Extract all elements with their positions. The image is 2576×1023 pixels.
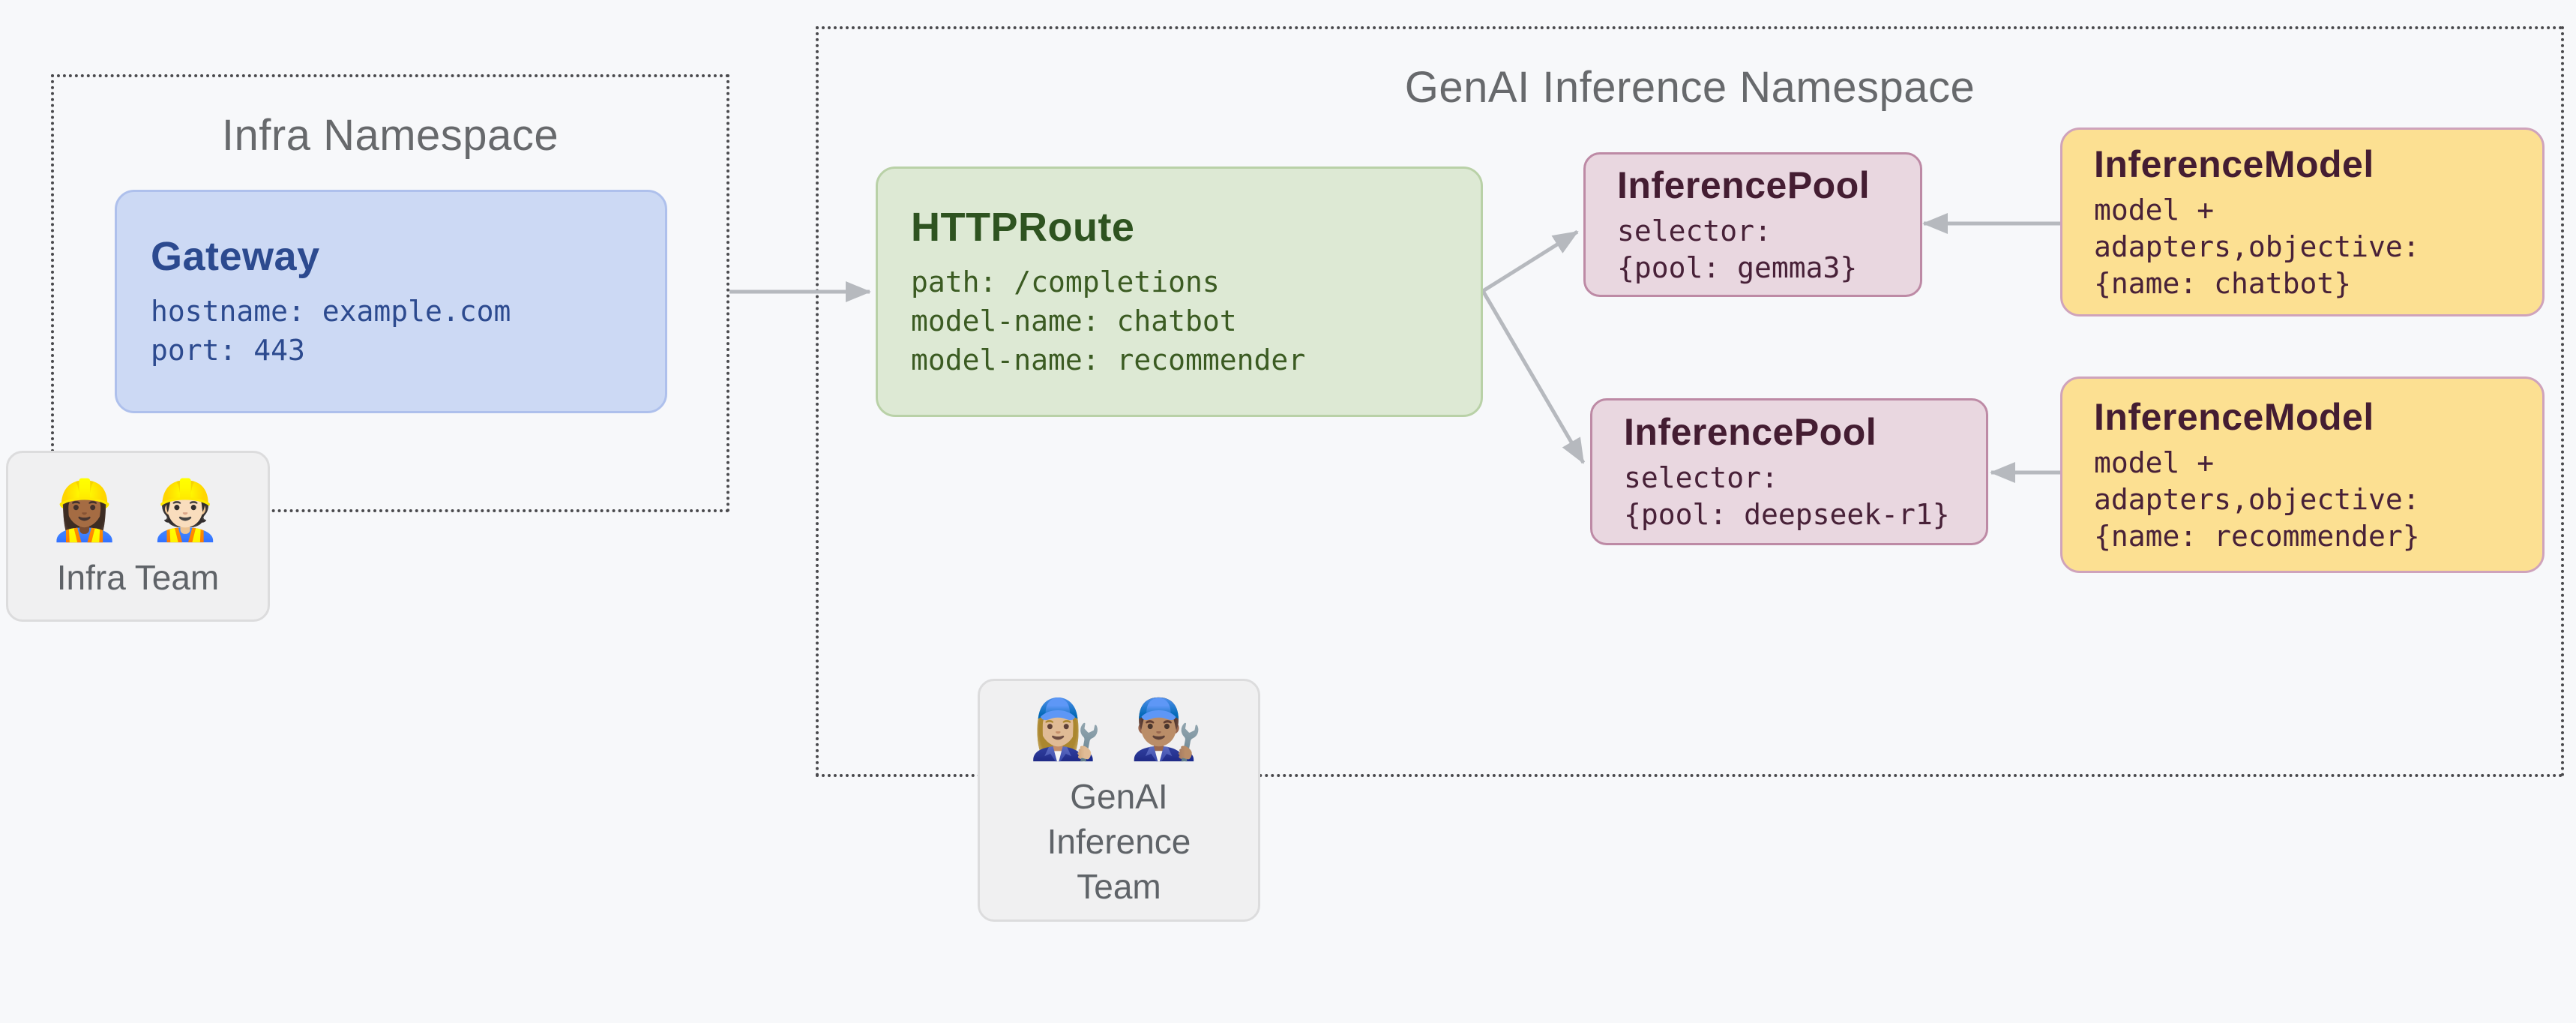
inference-model-recommender-title: InferenceModel [2094, 395, 2374, 438]
genai-namespace-box: GenAI Inference Namespace [816, 26, 2564, 777]
inference-model-recommender-line-2: adapters,objective: [2094, 482, 2420, 516]
genai-team-label: GenAI Inference Team [1047, 774, 1191, 909]
inference-pool-gemma-selector-line: selector: [1617, 214, 1772, 248]
infra-namespace-box: Infra Namespace [51, 74, 729, 512]
inference-model-recommender-line-3: {name: recommender} [2094, 519, 2420, 553]
infra-namespace-title: Infra Namespace [221, 111, 559, 160]
httproute-node-title: HTTPRoute [911, 205, 1135, 250]
inference-pool-gemma-title: InferencePool [1617, 164, 1871, 206]
gateway-node-title: Gateway [151, 234, 320, 279]
httproute-model-recommender-line: model-name: recommender [911, 344, 1306, 376]
gateway-port-line: port: 443 [151, 334, 305, 367]
gateway-hostname-line: hostname: example.com [151, 295, 511, 328]
genai-team-label-line-1: GenAI [1070, 777, 1168, 816]
mechanic-emojis-icon: 👩🏼‍🔧 👨🏽‍🔧 [1029, 696, 1209, 762]
httproute-node: HTTPRoute path: /completions model-name:… [876, 166, 1483, 417]
genai-namespace-title: GenAI Inference Namespace [1404, 63, 1975, 112]
inference-model-chatbot-line-3: {name: chatbot} [2094, 266, 2352, 300]
genai-team-card: 👩🏼‍🔧 👨🏽‍🔧 GenAI Inference Team [978, 679, 1260, 922]
construction-worker-emojis-icon: 👷🏾‍♀️ 👷🏻 [48, 477, 228, 543]
inference-pool-deepseek-node: InferencePool selector: {pool: deepseek-… [1590, 398, 1988, 545]
infra-team-label: Infra Team [56, 558, 220, 597]
inference-pool-deepseek-value-line: {pool: deepseek-r1} [1624, 498, 1950, 531]
genai-team-label-line-3: Team [1077, 867, 1161, 906]
inference-pool-gemma-node: InferencePool selector: {pool: gemma3} [1583, 152, 1922, 297]
inference-pool-deepseek-title: InferencePool [1624, 411, 1877, 453]
httproute-model-chatbot-line: model-name: chatbot [911, 304, 1237, 338]
infra-team-card: 👷🏾‍♀️ 👷🏻 Infra Team [6, 451, 270, 622]
genai-team-label-line-2: Inference [1047, 822, 1191, 861]
inference-pool-gemma-value-line: {pool: gemma3} [1617, 250, 1858, 284]
inference-model-chatbot-line-1: model + [2094, 193, 2215, 226]
httproute-path-line: path: /completions [911, 266, 1220, 298]
inference-model-recommender-node: InferenceModel model + adapters,objectiv… [2060, 376, 2545, 573]
inference-model-chatbot-title: InferenceModel [2094, 142, 2374, 185]
inference-model-chatbot-line-2: adapters,objective: [2094, 230, 2420, 263]
inference-pool-deepseek-selector-line: selector: [1624, 461, 1778, 494]
inference-model-chatbot-node: InferenceModel model + adapters,objectiv… [2060, 128, 2545, 316]
inference-model-recommender-line-1: model + [2094, 446, 2215, 479]
gateway-node: Gateway hostname: example.com port: 443 [115, 190, 667, 413]
